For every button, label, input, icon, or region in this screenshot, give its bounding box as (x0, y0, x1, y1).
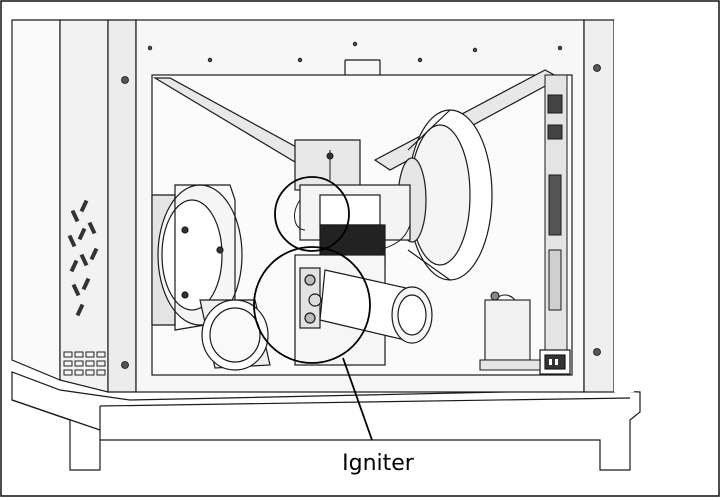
callout-leader-line (342, 357, 373, 441)
igniter-label: Igniter (342, 451, 415, 476)
blower-left (151, 184, 243, 331)
cabinet-side (11, 19, 137, 393)
control-board (544, 74, 568, 366)
callout-circles (253, 176, 371, 364)
base-stand (11, 371, 641, 471)
burner-housing (294, 139, 411, 366)
power-inlet (539, 349, 571, 375)
feed-tube (319, 269, 433, 344)
frame-screws (121, 41, 601, 369)
wires (294, 150, 411, 251)
exhaust-pipe (199, 299, 271, 371)
side-slots (63, 351, 106, 376)
pressure-switch (479, 291, 541, 371)
igniter-callout-circle (253, 246, 371, 364)
wire-detail-circle (274, 176, 350, 252)
side-vent (67, 199, 99, 317)
